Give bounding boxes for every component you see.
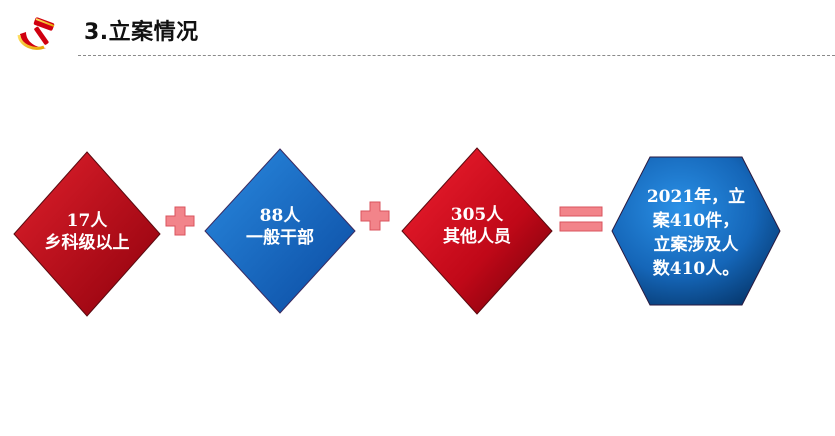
diamond-text: 17人 乡科级以上 — [12, 210, 162, 254]
result-line: 案410件， — [652, 211, 740, 231]
plus-icon — [360, 201, 390, 231]
result-line: 2021年，立 — [646, 187, 746, 207]
count-label: 17人 — [66, 211, 108, 231]
hexagon-shape — [611, 156, 781, 306]
party-emblem-icon — [17, 17, 55, 50]
plus-icon — [165, 206, 195, 236]
result-line: 立案涉及人 — [653, 235, 739, 255]
category-label: 其他人员 — [443, 227, 511, 247]
category-label: 乡科级以上 — [44, 233, 130, 253]
diamond-shape — [13, 151, 161, 317]
diamond-text: 305人 其他人员 — [400, 204, 554, 248]
result-text: 2021年，立 案410件， 立案涉及人 数410人。 — [640, 185, 752, 281]
category-diamond-others: 305人 其他人员 — [400, 146, 554, 316]
category-label: 一般干部 — [246, 228, 314, 248]
count-label: 88人 — [259, 206, 301, 226]
diamond-text: 88人 一般干部 — [203, 205, 357, 249]
header-divider — [78, 55, 835, 56]
header: 3.立案情况 — [0, 0, 835, 60]
category-diamond-senior: 17人 乡科级以上 — [12, 150, 162, 318]
count-label: 305人 — [450, 205, 504, 225]
page-title: 3.立案情况 — [84, 20, 199, 45]
result-line: 数410人。 — [652, 259, 740, 279]
equals-icon — [559, 206, 603, 232]
result-hexagon: 2021年，立 案410件， 立案涉及人 数410人。 — [610, 155, 782, 307]
diamond-shape — [401, 147, 553, 315]
category-diamond-general: 88人 一般干部 — [203, 147, 357, 315]
diamond-shape — [204, 148, 356, 314]
